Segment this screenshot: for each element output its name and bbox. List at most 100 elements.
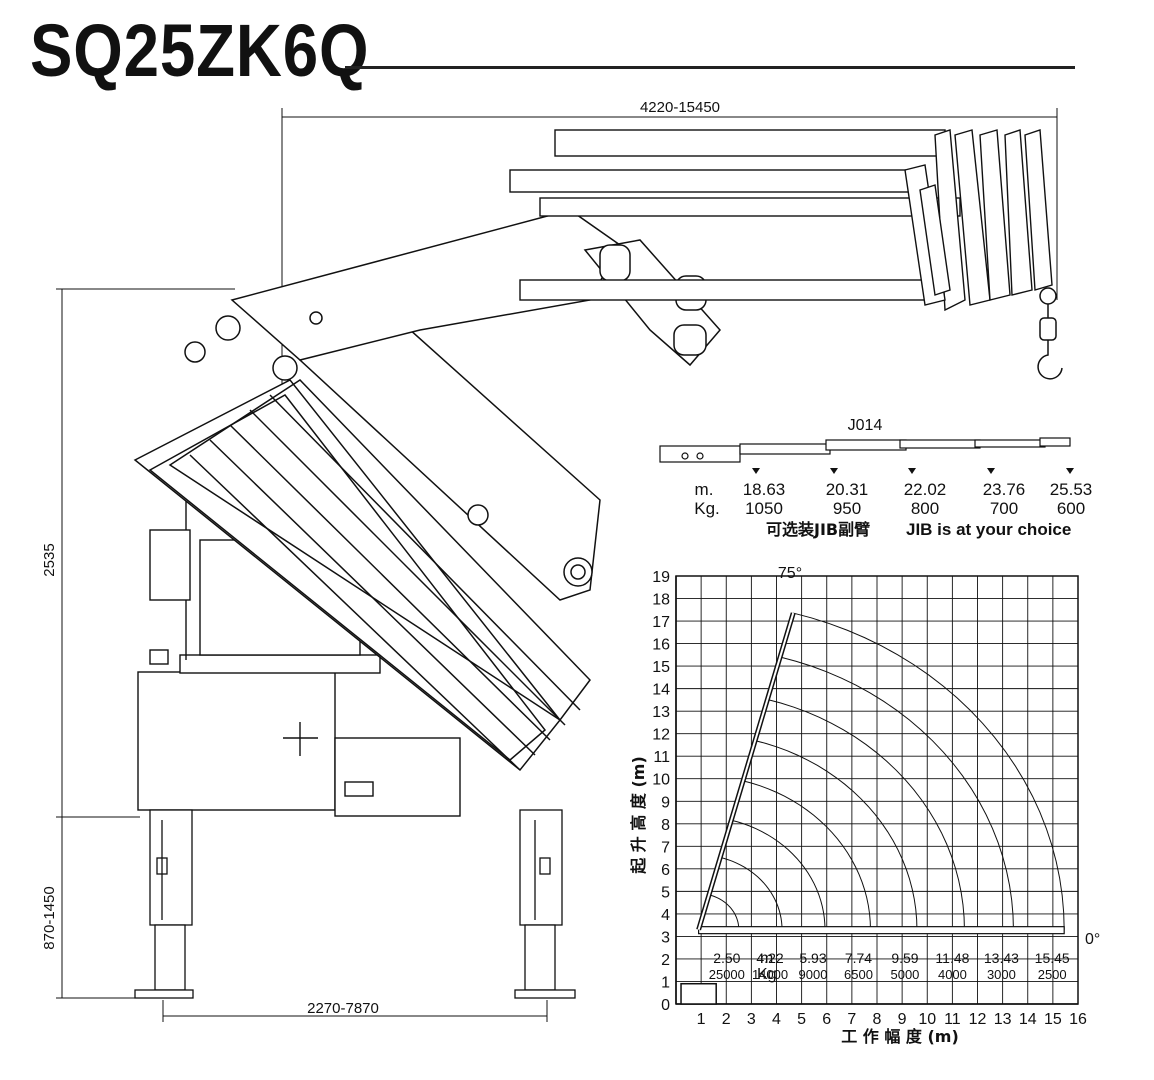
lift-arc: [708, 894, 740, 930]
lift-arc: [754, 740, 918, 930]
row-m-label: m: [760, 950, 773, 967]
jib-load-value: 700: [990, 499, 1018, 518]
y-tick-label: 16: [652, 637, 670, 654]
jib-note-cn: 可选装JIB副臂: [766, 520, 870, 539]
load-radius-value: 15.45: [1035, 950, 1070, 966]
jib-radius-value: 25.53: [1050, 480, 1093, 499]
x-tick-label: 10: [918, 1011, 936, 1028]
y-tick-label: 12: [652, 727, 670, 744]
jib-point-markers: [752, 468, 1074, 474]
jib-kg-label: Kg.: [694, 499, 720, 518]
lift-arc: [720, 856, 783, 930]
jib-load-value: 950: [833, 499, 861, 518]
load-radius-value: 9.59: [891, 950, 918, 966]
y-tick-label: 1: [661, 974, 670, 991]
y-tick-label: 7: [661, 839, 670, 856]
load-kg-value: 6500: [844, 967, 873, 982]
row-kg-label: Kg: [757, 966, 777, 983]
y-tick-label: 6: [661, 862, 670, 879]
jib-radius-value: 22.02: [904, 480, 947, 499]
angle-top-label: 75°: [778, 565, 802, 582]
crane-hook: [1037, 287, 1063, 380]
x-tick-label: 1: [697, 1011, 706, 1028]
y-tick-label: 9: [661, 794, 670, 811]
dim-height-label: 2535: [41, 543, 58, 576]
x-tick-label: 8: [873, 1011, 882, 1028]
jib-title: J014: [848, 417, 883, 434]
lift-arc: [742, 780, 871, 930]
angle-flat-label: 0°: [1085, 931, 1100, 948]
y-axis-label: 起 升 高 度 (m): [629, 756, 648, 875]
y-tick-label: 13: [652, 704, 670, 721]
boom-horizontal: [698, 926, 1065, 935]
lift-arc: [767, 698, 965, 930]
load-kg-value: 9000: [799, 967, 828, 982]
load-radius-value: 7.74: [845, 950, 872, 966]
jib-note-en: JIB is at your choice: [906, 520, 1071, 539]
load-kg-value: 14000: [752, 967, 788, 982]
y-tick-label: 19: [652, 569, 670, 586]
lift-arc: [731, 819, 826, 930]
x-tick-label: 2: [722, 1011, 731, 1028]
jib-load-value: 800: [911, 499, 939, 518]
jib-load-value: 1050: [745, 499, 783, 518]
load-kg-value: 5000: [890, 967, 919, 982]
dim-outrigger-label: 2270-7870: [307, 1000, 379, 1017]
y-tick-label: 8: [661, 817, 670, 834]
left-outrigger-leg: [134, 809, 194, 999]
load-radius-value: 13.43: [984, 950, 1019, 966]
x-tick-label: 16: [1069, 1011, 1087, 1028]
jib-radius-value: 23.76: [983, 480, 1026, 499]
x-tick-label: 14: [1019, 1011, 1037, 1028]
x-axis-label: 工 作 幅 度 (m): [841, 1027, 959, 1046]
dim-leg-label: 870-1450: [41, 886, 58, 949]
x-tick-label: 5: [797, 1011, 806, 1028]
x-tick-label: 6: [822, 1011, 831, 1028]
load-radius-value: 2.50: [713, 950, 740, 966]
model-title: SQ25ZK6Q: [30, 9, 370, 92]
dimension-outrigger: [162, 1000, 548, 1022]
x-tick-label: 12: [969, 1011, 987, 1028]
boom-raised-inner: [697, 612, 795, 930]
jib-radius-value: 20.31: [826, 480, 869, 499]
crane-column: [133, 209, 621, 772]
load-kg-value: 3000: [987, 967, 1016, 982]
y-tick-label: 11: [653, 749, 670, 766]
x-tick-label: 7: [847, 1011, 856, 1028]
dim-reach-label: 4220-15450: [640, 99, 720, 116]
x-tick-label: 13: [994, 1011, 1012, 1028]
chart-frame: [675, 575, 1079, 1005]
jib-drawing: [659, 437, 1071, 463]
y-tick-label: 0: [661, 997, 670, 1014]
x-tick-label: 3: [747, 1011, 756, 1028]
x-tick-label: 15: [1044, 1011, 1062, 1028]
jib-m-label: m.: [695, 480, 714, 499]
load-radius-value: 5.93: [799, 950, 826, 966]
chart-crane-base: [680, 982, 717, 1005]
lift-arc: [793, 612, 1065, 930]
load-kg-value: 25000: [709, 967, 745, 982]
load-radius-value: 11.48: [935, 950, 969, 966]
y-tick-label: 18: [652, 592, 670, 609]
x-tick-label: 9: [898, 1011, 907, 1028]
x-tick-label: 11: [944, 1011, 961, 1028]
dimension-height: [56, 288, 235, 999]
jib-radius-value: 18.63: [743, 480, 786, 499]
y-tick-label: 15: [652, 659, 670, 676]
y-tick-label: 17: [652, 614, 670, 631]
y-tick-label: 14: [652, 682, 670, 699]
y-tick-label: 10: [652, 772, 670, 789]
right-outrigger-leg: [514, 809, 576, 999]
y-tick-label: 4: [661, 907, 670, 924]
lift-arc: [779, 656, 1014, 930]
title-rule: [345, 66, 1075, 69]
y-tick-label: 2: [661, 952, 670, 969]
jib-load-value: 600: [1057, 499, 1085, 518]
x-tick-label: 4: [772, 1011, 781, 1028]
boom-linkage: [583, 239, 721, 367]
telescopic-booms: [509, 129, 1053, 312]
load-kg-value: 4000: [938, 967, 967, 982]
